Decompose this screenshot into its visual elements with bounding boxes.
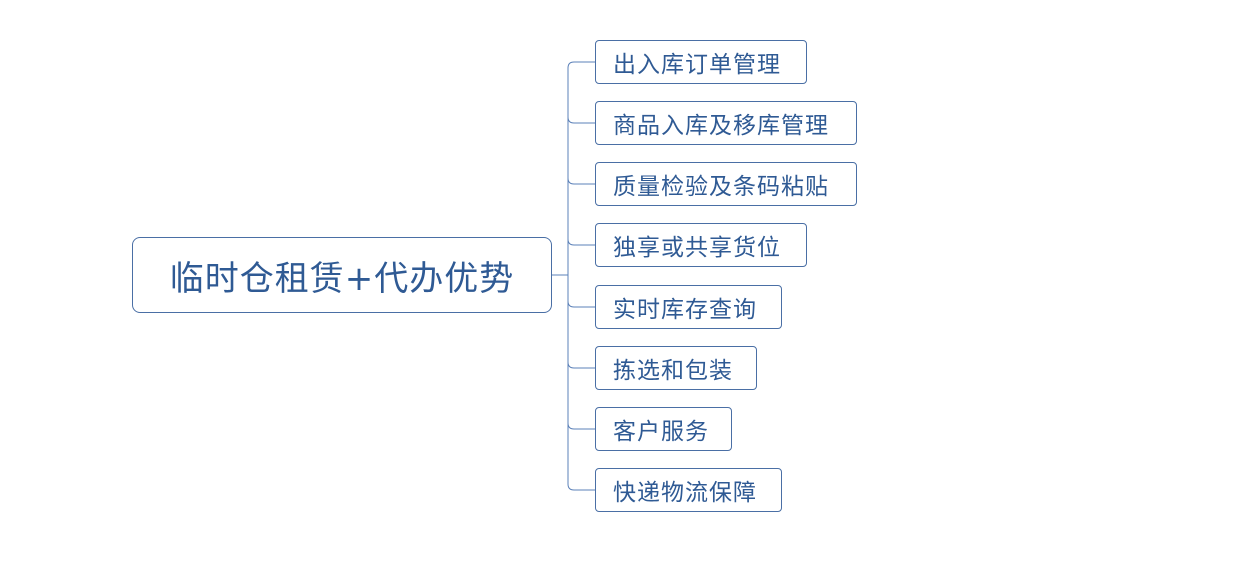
branch-node-customer-service: 客户服务 [595,407,732,451]
connector-branch [567,422,595,430]
connector-branch [567,238,595,246]
branch-node-express-logistics: 快递物流保障 [595,468,782,512]
branch-node-inbound-transfer: 商品入库及移库管理 [595,101,857,145]
root-node: 临时仓租赁+代办优势 [132,237,552,313]
connector-branch [567,483,595,491]
connector-branch [567,177,595,185]
branch-node-inventory-query: 实时库存查询 [595,285,782,329]
branch-node-storage-slots: 独享或共享货位 [595,223,807,267]
connector-branch [567,361,595,369]
connector-branch [567,61,595,69]
branch-node-quality-barcode: 质量检验及条码粘贴 [595,162,857,206]
branch-node-picking-packing: 拣选和包装 [595,346,757,390]
connector-branch [567,300,595,308]
connector-branch [567,116,595,124]
branch-node-order-management: 出入库订单管理 [595,40,807,84]
